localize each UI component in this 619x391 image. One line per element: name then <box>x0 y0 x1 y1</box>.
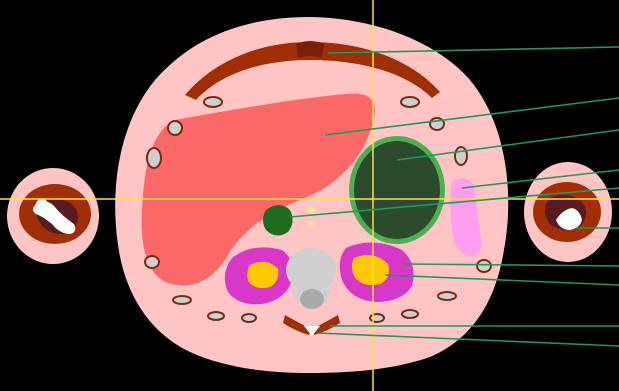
rib <box>242 314 256 322</box>
rib <box>208 312 224 320</box>
small-vessel-1 <box>307 207 315 213</box>
rib <box>401 97 419 107</box>
gallbladder <box>263 205 293 236</box>
right-arm <box>524 162 612 262</box>
vertebral-body <box>286 248 336 292</box>
rib <box>168 121 182 135</box>
small-vessel-2 <box>308 221 314 227</box>
rib <box>204 97 222 107</box>
rib <box>147 148 161 168</box>
rib <box>402 310 418 318</box>
rib <box>370 314 384 322</box>
left-kidney-medulla <box>247 262 278 288</box>
rib <box>455 147 467 165</box>
abdominal-wall-center <box>296 41 324 58</box>
left-arm <box>7 168 99 264</box>
torso <box>115 17 508 373</box>
rib <box>145 256 159 268</box>
rib <box>173 296 191 304</box>
rib <box>438 292 456 300</box>
left-arm-bone-inner <box>36 199 48 209</box>
spinal-canal <box>300 289 324 309</box>
rib <box>477 260 491 272</box>
